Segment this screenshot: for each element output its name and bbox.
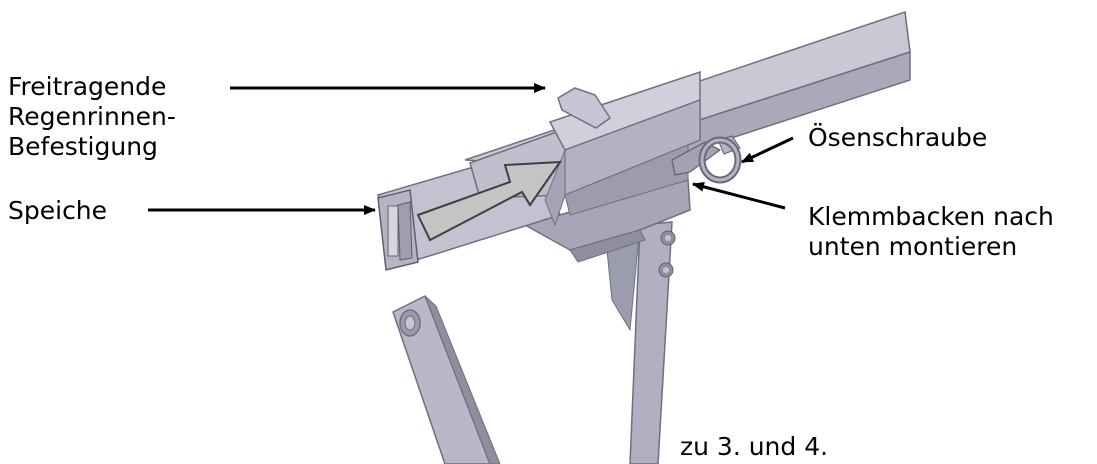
label-clamp-jaws-line-2: unten montieren (808, 232, 1018, 261)
callout-line-eye-bolt (741, 136, 794, 164)
label-reference-text: zu 3. und 4. (680, 432, 829, 461)
spoke-end-face (377, 189, 419, 271)
label-gutter-mount-line-2: Regenrinnen- (8, 102, 176, 131)
label-gutter-mount: Freitragende Regenrinnen- Befestigung (8, 72, 176, 162)
direction-arrow-icon (416, 160, 562, 242)
leg-bolt-lower (658, 262, 674, 278)
label-spoke-text: Speiche (8, 196, 108, 225)
left-support-arm (392, 294, 501, 464)
label-reference: zu 3. und 4. (680, 432, 828, 462)
label-gutter-mount-line-3: Befestigung (8, 132, 158, 161)
label-spoke: Speiche (8, 196, 107, 226)
label-eye-bolt: Ösenschraube (808, 123, 987, 153)
leg-bolt-upper (660, 230, 676, 246)
eye-bolt (671, 135, 742, 184)
label-clamp-jaws-line-1: Klemmbacken nach (808, 202, 1054, 231)
label-eye-bolt-text: Ösenschraube (808, 123, 988, 152)
label-gutter-mount-line-1: Freitragende (8, 72, 167, 101)
callout-line-clamp-jaws (692, 181, 786, 210)
label-clamp-jaws: Klemmbacken nach unten montieren (808, 202, 1054, 262)
right-support-leg (605, 221, 676, 464)
